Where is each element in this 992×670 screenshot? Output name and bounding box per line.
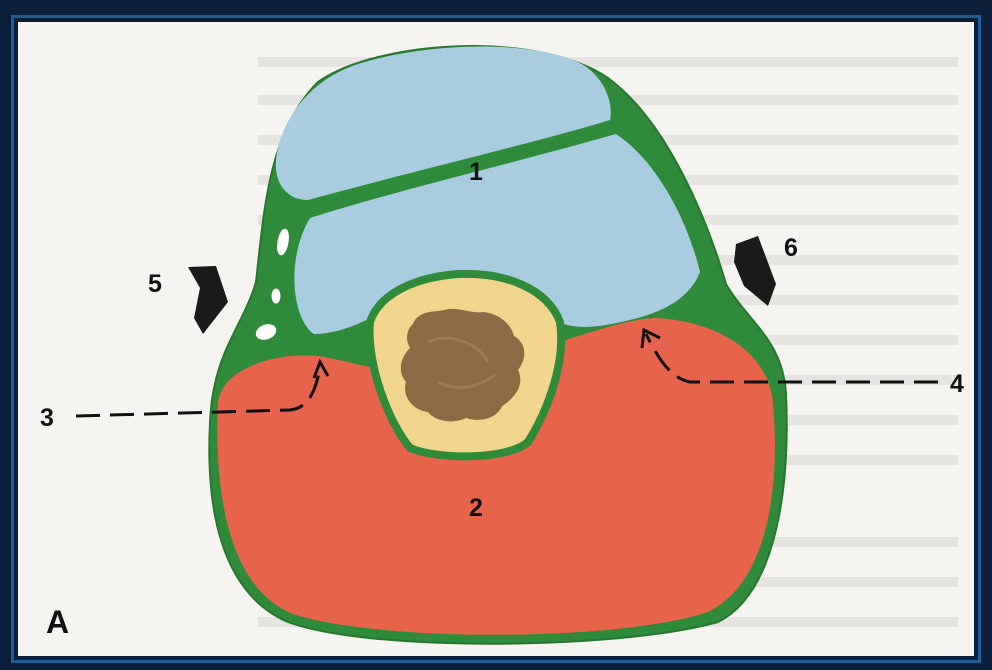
- label-1: 1: [469, 160, 483, 185]
- label-6: 6: [784, 236, 798, 261]
- vessel-middle: [272, 289, 280, 303]
- arrow-5-icon: [188, 266, 228, 334]
- anatomy-diagram: [18, 22, 974, 656]
- panel-label: A: [46, 606, 69, 638]
- label-3: 3: [40, 406, 54, 431]
- figure-paper: 1 2 3 4 5 6 A: [18, 22, 974, 656]
- label-4: 4: [950, 372, 964, 397]
- label-2: 2: [469, 496, 483, 521]
- label-5: 5: [148, 272, 162, 297]
